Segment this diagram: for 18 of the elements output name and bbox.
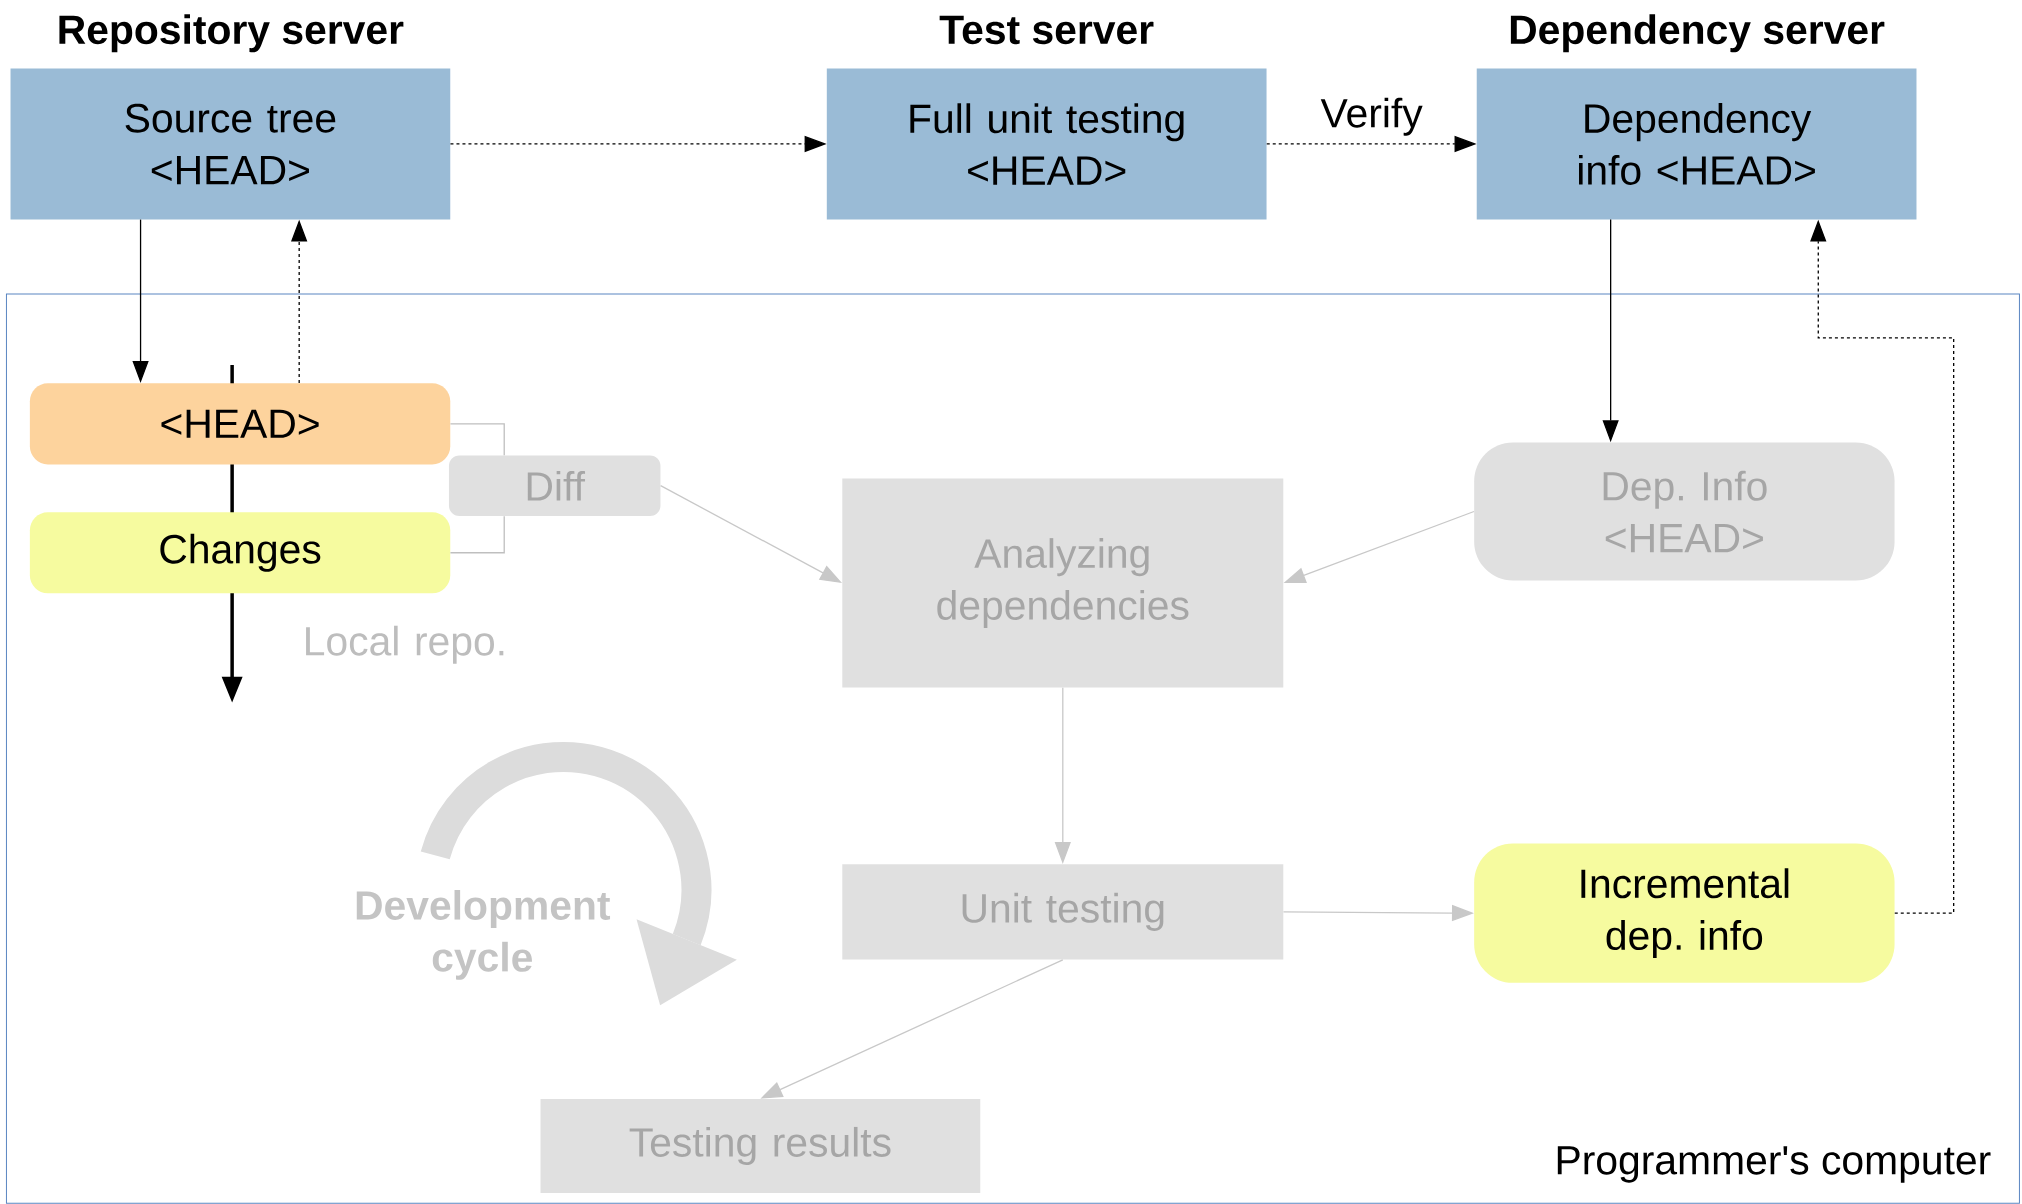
process-box: Unit testing xyxy=(842,864,1284,960)
version-box: <HEAD> xyxy=(29,382,451,465)
repo-label: Local repo. xyxy=(306,625,504,664)
server-box: Dependency info <HEAD> xyxy=(1476,68,1917,220)
server-heading: Test server xyxy=(939,15,1154,45)
diff-box: Diff xyxy=(448,455,661,516)
server-heading: Dependency server xyxy=(1510,14,1885,53)
server-heading: Repository server xyxy=(59,14,404,53)
server-box: Full unit testing <HEAD> xyxy=(826,68,1267,220)
cycle-label: Development cycle xyxy=(356,889,611,980)
frame-label: Programmer's computer xyxy=(1557,1145,1991,1183)
data-box: Dep. Info <HEAD> xyxy=(1474,442,1895,581)
data-box: Incremental dep. info xyxy=(1474,843,1895,983)
server-box: Source tree <HEAD> xyxy=(10,68,451,220)
result-box: Testing results xyxy=(540,1098,981,1193)
process-box: Analyzing dependencies xyxy=(842,478,1284,688)
edge-label: Verify xyxy=(1318,95,1425,138)
version-box: Changes xyxy=(29,511,451,594)
